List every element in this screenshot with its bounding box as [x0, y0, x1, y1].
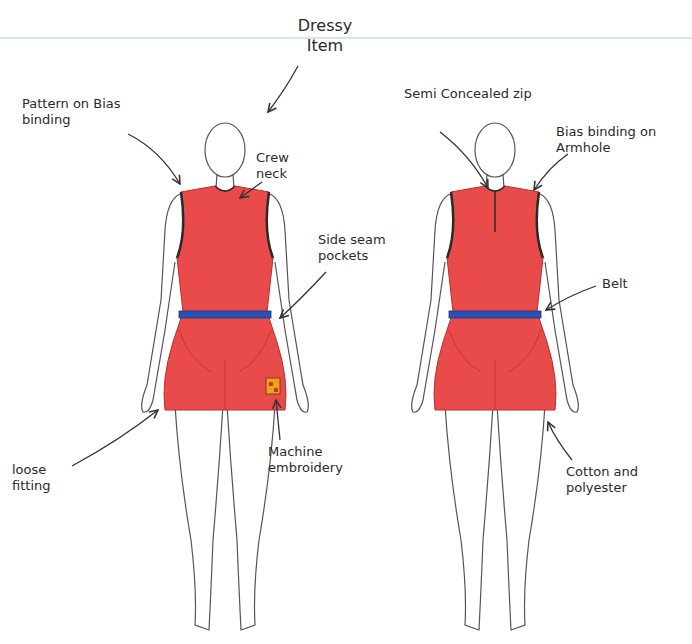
annotation-label: Dressy Item: [290, 16, 360, 56]
annotation-label: Machine embroidery: [268, 444, 358, 477]
annotation-label: Cotton and polyester: [566, 464, 666, 497]
annotation-label: Bias binding on Armhole: [556, 124, 676, 157]
back-figure: [412, 123, 579, 630]
annotation-label: Crew neck: [256, 150, 316, 183]
annotation-label: Pattern on Bias binding: [22, 96, 172, 129]
annotation-label: Semi Concealed zip: [404, 86, 534, 102]
page-rule: [0, 37, 692, 38]
embroidery-motif: [269, 382, 278, 392]
annotation-label: Belt: [602, 276, 652, 292]
zip-line: [494, 190, 496, 232]
annotation-label: loose fitting: [12, 462, 74, 495]
leader-lines: [72, 66, 596, 466]
embroidery-patch: [266, 378, 280, 394]
front-figure: [142, 123, 309, 630]
annotation-label: Side seam pockets: [318, 232, 390, 265]
